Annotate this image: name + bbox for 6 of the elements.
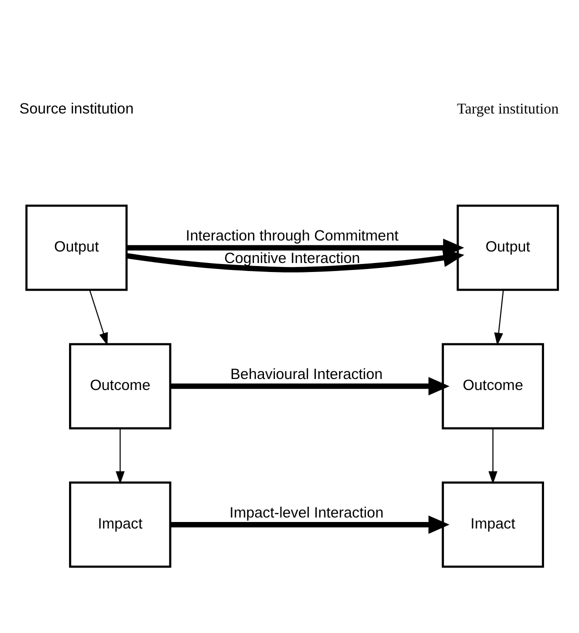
label: Target institution (456, 100, 559, 117)
edge-label: Interaction through Commitment (186, 228, 399, 244)
edge-label: Behavioural Interaction (230, 366, 383, 382)
label: Source institution (19, 100, 134, 117)
edge-label: Impact-level Interaction (230, 504, 384, 521)
edge-label: Cognitive Interaction (224, 250, 360, 266)
